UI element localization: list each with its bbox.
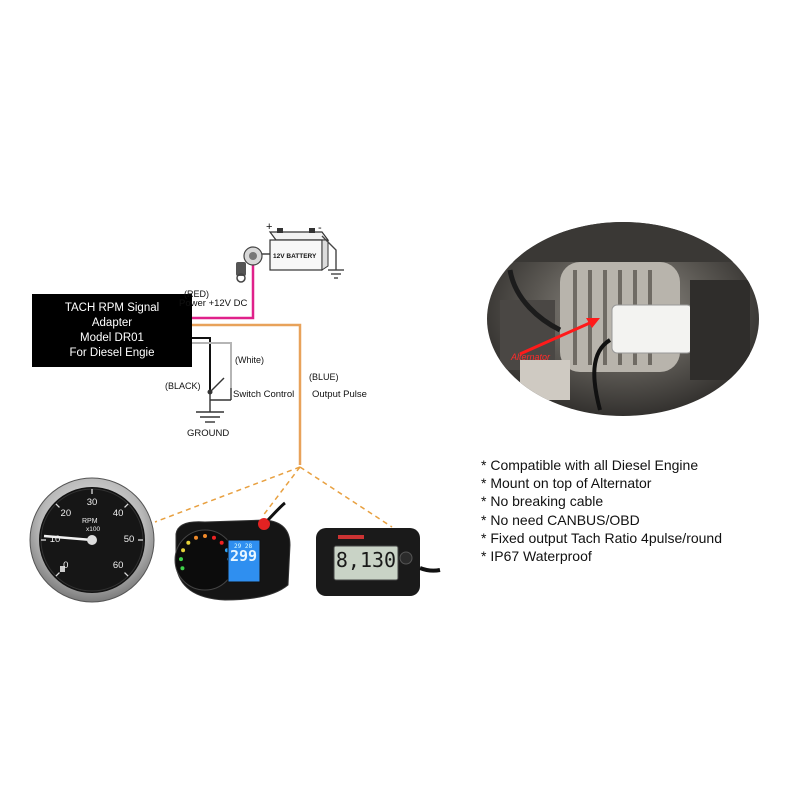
gauge-tick-label: 40 <box>112 507 124 519</box>
white-wire <box>192 342 232 388</box>
red-power-wire <box>192 265 255 320</box>
dash-time: 29 28 <box>234 543 253 550</box>
adapter-line-4: For Diesel Engie <box>69 347 155 359</box>
blue-output-wire <box>192 323 302 465</box>
meter-cable <box>419 566 441 573</box>
alternator-photo: Alternator <box>487 222 759 416</box>
analog-tachometer <box>29 477 155 603</box>
tachometer-needle <box>43 534 93 542</box>
gauge-tick-label: 10 <box>49 534 61 545</box>
gauge-tick-mark <box>124 503 129 508</box>
dash-led-dot <box>186 540 191 545</box>
gauge-tick-label: 20 <box>60 507 72 519</box>
digital-tach-meter <box>316 528 441 596</box>
feature-item: * IP67 Waterproof <box>481 548 592 565</box>
alternator-arrow <box>519 320 593 356</box>
meter-readout: 8,130 <box>335 548 397 572</box>
white-wire-tag: (White) <box>235 355 264 365</box>
gauge-unit-rpm: RPM <box>82 518 98 525</box>
adapter-box <box>32 294 192 367</box>
gauge-unit-scale: x100 <box>86 526 101 533</box>
feature-item: * No need CANBUS/OBD <box>481 511 640 528</box>
battery-minus: - <box>318 222 322 234</box>
black-wire-tag: (BLACK) <box>165 381 201 391</box>
battery-label: 12V BATTERY <box>273 253 317 260</box>
gauge-tick-label: 30 <box>86 497 98 508</box>
battery-ground-wire <box>321 235 337 270</box>
gauge-tick-mark <box>55 572 60 577</box>
ground-symbol-icon <box>196 411 224 423</box>
adapter-line-3: Model DR01 <box>80 332 144 344</box>
dash-lcd <box>227 539 261 583</box>
gauge-tick-label: 60 <box>112 560 124 572</box>
battery-ground-icon <box>328 269 344 279</box>
switch-control-label: Switch Control <box>233 389 295 400</box>
dash-led-dot <box>219 540 224 545</box>
output-pulse-label: Output Pulse <box>312 389 367 400</box>
ignition-key-icon <box>236 246 263 283</box>
motorcycle-dash <box>174 501 291 601</box>
alternator-label: Alternator <box>510 352 551 362</box>
gauge-tick-mark <box>55 503 60 508</box>
dash-led-dot <box>211 535 216 540</box>
dash-led-dot <box>180 566 185 571</box>
dash-readout: 299 <box>230 547 258 565</box>
black-wire <box>192 337 211 390</box>
dash-led-dot <box>203 534 207 538</box>
dash-warning-lamp <box>258 518 270 530</box>
feature-item: * Fixed output Tach Ratio 4pulse/round <box>481 529 723 546</box>
fuel-icon <box>60 566 65 572</box>
dash-led-dot <box>194 535 199 540</box>
output-guide-lines <box>154 466 393 528</box>
dash-led-dot <box>181 548 186 553</box>
dash-led-dot <box>179 557 184 562</box>
adapter-title: TACH RPM Signal Adapter Model DR01 For D… <box>32 301 192 361</box>
feature-item: * No breaking cable <box>481 493 604 510</box>
battery-icon <box>268 228 330 271</box>
alternator-arrow-head <box>586 318 600 328</box>
adapter-line-1: TACH RPM Signal <box>64 302 160 314</box>
feature-item: * Mount on top of Alternator <box>481 475 652 492</box>
blue-wire-tag: (BLUE) <box>309 372 339 382</box>
gauge-tick-mark <box>124 572 129 577</box>
red-wire-desc: Power +12V DC <box>179 298 248 309</box>
gauge-tick-label: 0 <box>63 560 69 572</box>
switch-control-icon <box>207 377 232 401</box>
battery-plus: + <box>266 221 272 233</box>
meter-lcd <box>333 545 399 581</box>
red-wire-tag: (RED) <box>184 289 209 299</box>
feature-item: * Compatible with all Diesel Engine <box>481 457 699 473</box>
meter-button[interactable] <box>399 551 413 565</box>
feature-list: * Compatible with all Diesel Engine * Mou… <box>481 456 722 565</box>
gauge-tick-label: 50 <box>123 534 135 545</box>
ground-label: GROUND <box>187 428 230 439</box>
adapter-line-2: Adapter <box>91 317 133 329</box>
